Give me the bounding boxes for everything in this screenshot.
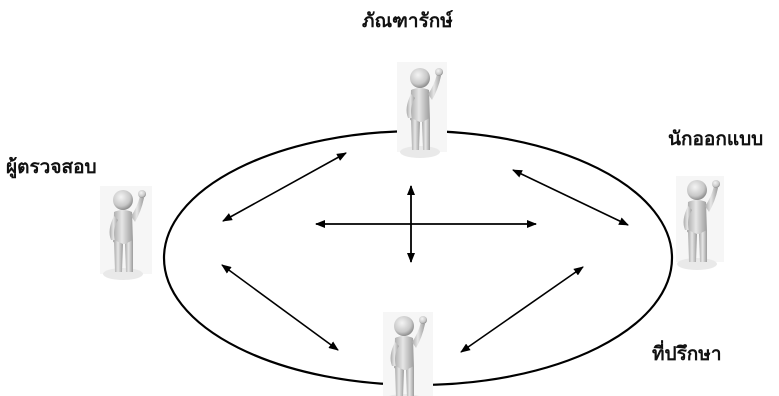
role-label-bottom: ที่ปรึกษา bbox=[652, 343, 722, 365]
person-left-icon bbox=[100, 186, 152, 280]
role-label-top: ภัณฑารักษ์ bbox=[362, 10, 453, 32]
arrow-top-left bbox=[222, 152, 347, 222]
arrow-top-right bbox=[512, 169, 629, 226]
role-label-right: นักออกแบบ bbox=[668, 128, 764, 150]
arrow-left-bottom bbox=[221, 264, 339, 351]
person-bottom-icon bbox=[383, 312, 433, 396]
person-right-icon bbox=[676, 176, 724, 270]
person-top-icon bbox=[397, 62, 447, 158]
arrow-right-bottom bbox=[460, 266, 584, 353]
role-label-left: ผู้ตรวจสอบ bbox=[6, 156, 97, 178]
